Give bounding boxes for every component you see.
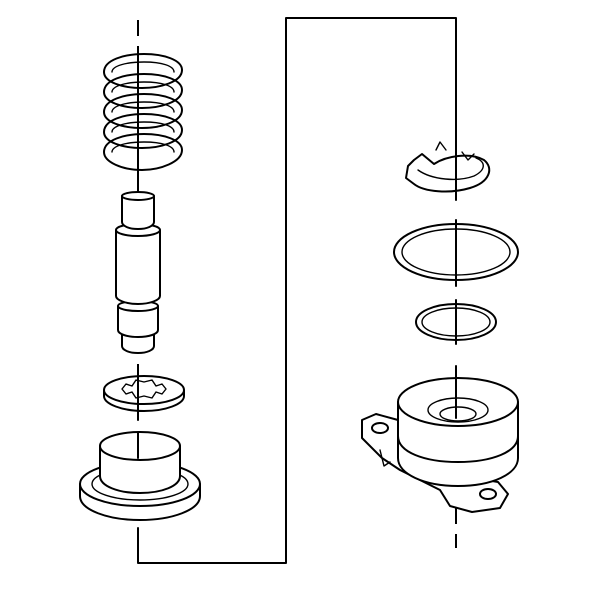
housing <box>361 365 519 513</box>
valve <box>115 169 161 354</box>
retaining-clip <box>405 129 491 201</box>
spring <box>103 53 183 171</box>
left-assembly <box>79 20 201 521</box>
large-o-ring <box>393 219 519 287</box>
small-o-ring <box>415 299 497 345</box>
connector-line <box>137 17 457 564</box>
seat-cup <box>79 431 201 521</box>
right-assembly <box>361 47 519 548</box>
spline-washer <box>103 375 185 421</box>
